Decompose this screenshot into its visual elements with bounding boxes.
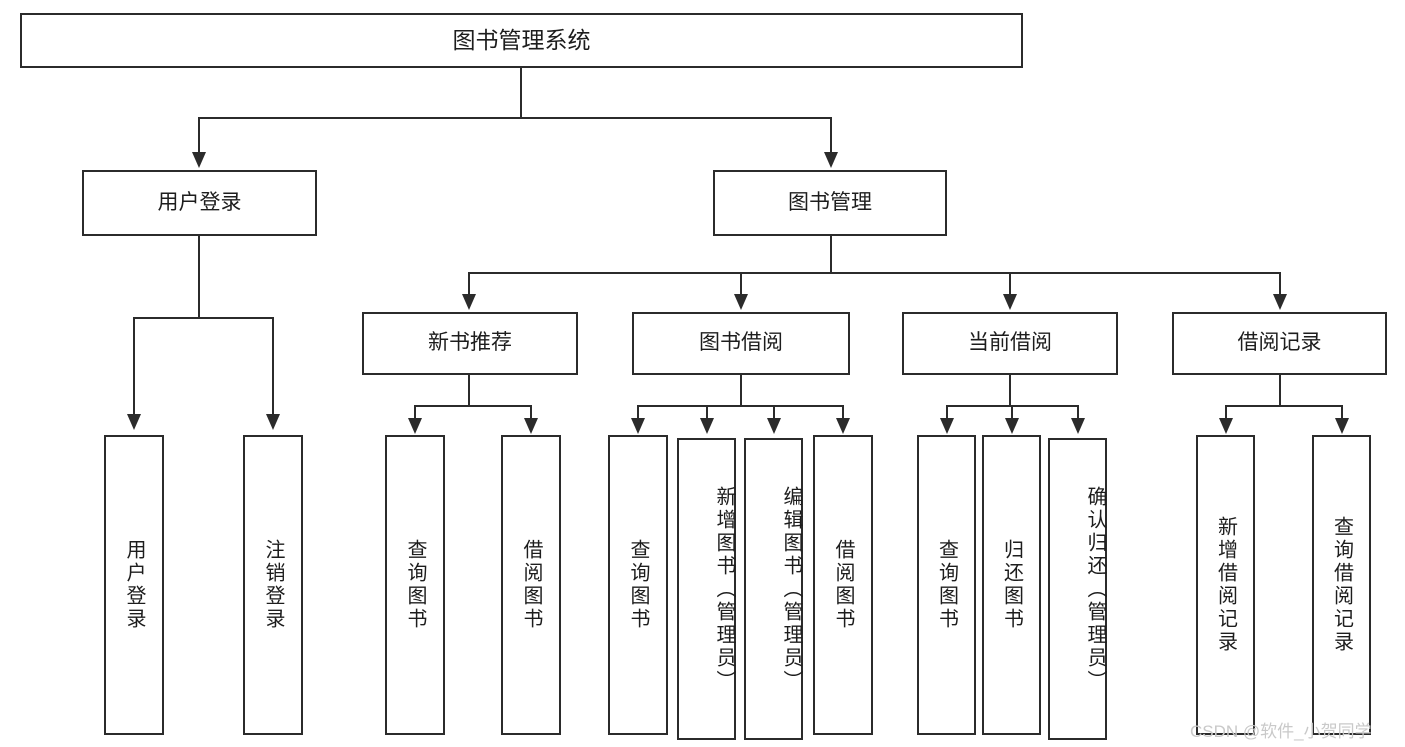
node-label: 新增借阅记录 [1214, 516, 1237, 654]
connector-root-stem [520, 68, 522, 118]
node-label: 确认归还（管理员） [1084, 485, 1106, 693]
node-label: 当前借阅 [968, 331, 1052, 355]
node-label: 查询图书 [627, 539, 649, 631]
connector-book-borrow-stem [740, 375, 742, 406]
leaf-borrow-record-0[interactable]: 新增借阅记录 [1196, 435, 1255, 735]
node-label: 图书管理 [788, 190, 872, 214]
node-book-borrow[interactable]: 图书借阅 [632, 312, 850, 375]
leaf-book-borrow-3[interactable]: 借阅图书 [813, 435, 873, 735]
leaf-current-borrow-2[interactable]: 确认归还（管理员） [1048, 438, 1107, 740]
leaf-book-borrow-2[interactable]: 编辑图书（管理员） [744, 438, 803, 740]
connector-new-book-bar [414, 405, 532, 407]
connector-user-login-to-leaf-1 [272, 317, 274, 415]
arrowhead-new-book-recommend [462, 294, 476, 310]
node-label: 借阅图书 [832, 539, 854, 631]
arrowhead-book-borrow-leaf-1 [700, 418, 714, 434]
connector-borrow-record-stem [1279, 375, 1281, 406]
arrowhead-borrow-record-leaf-0 [1219, 418, 1233, 434]
leaf-user-login-1[interactable]: 注销登录 [243, 435, 303, 735]
arrowhead-user-login-leaf-0 [127, 414, 141, 430]
leaf-book-borrow-0[interactable]: 查询图书 [608, 435, 668, 735]
leaf-new-book-recommend-1[interactable]: 借阅图书 [501, 435, 561, 735]
connector-user-login-bar [133, 317, 274, 319]
connector-borrow-record-bar [1225, 405, 1342, 407]
node-root-book-management-system[interactable]: 图书管理系统 [20, 13, 1023, 68]
leaf-current-borrow-0[interactable]: 查询图书 [917, 435, 976, 735]
node-label: 借阅记录 [1237, 331, 1322, 355]
connector-bm-to-current-borrow [1009, 272, 1011, 297]
arrowhead-current-borrow-leaf-1 [1005, 418, 1019, 434]
node-label: 图书借阅 [699, 331, 783, 355]
arrowhead-user-login-leaf-1 [266, 414, 280, 430]
node-label: 注销登录 [262, 539, 284, 631]
node-label: 查询图书 [404, 539, 426, 631]
connector-user-login-stem [198, 236, 200, 318]
arrowhead-book-borrow-leaf-3 [836, 418, 850, 434]
connector-new-book-stem [468, 375, 470, 406]
connector-book-borrow-to-leaf-1 [706, 405, 708, 421]
connector-current-borrow-to-leaf-1 [1011, 405, 1013, 421]
connector-root-to-user-login [198, 117, 200, 153]
node-label: 新增图书（管理员） [713, 485, 735, 693]
arrowhead-borrow-record-leaf-1 [1335, 418, 1349, 434]
connector-root-bar [198, 117, 832, 119]
connector-book-borrow-to-leaf-2 [773, 405, 775, 421]
node-label: 归还图书 [1000, 539, 1023, 631]
connector-new-book-to-leaf-0 [414, 405, 416, 421]
connector-bm-to-book-borrow [740, 272, 742, 297]
arrowhead-book-borrow [734, 294, 748, 310]
node-label: 查询图书 [935, 539, 958, 631]
node-label: 用户登录 [157, 190, 242, 214]
connector-book-management-bar [468, 272, 1280, 274]
arrowhead-book-borrow-leaf-0 [631, 418, 645, 434]
leaf-borrow-record-1[interactable]: 查询借阅记录 [1312, 435, 1371, 735]
connector-user-login-to-leaf-0 [133, 317, 135, 415]
leaf-current-borrow-1[interactable]: 归还图书 [982, 435, 1041, 735]
connector-current-borrow-stem [1009, 375, 1011, 406]
connector-current-borrow-to-leaf-0 [946, 405, 948, 421]
arrowhead-new-book-leaf-1 [524, 418, 538, 434]
connector-new-book-to-leaf-1 [530, 405, 532, 421]
connector-borrow-record-to-leaf-1 [1341, 405, 1343, 421]
leaf-new-book-recommend-0[interactable]: 查询图书 [385, 435, 445, 735]
node-label: 查询借阅记录 [1330, 516, 1353, 654]
arrowhead-book-borrow-leaf-2 [767, 418, 781, 434]
node-current-borrow[interactable]: 当前借阅 [902, 312, 1118, 375]
arrowhead-to-user-login [192, 152, 206, 168]
node-new-book-recommend[interactable]: 新书推荐 [362, 312, 578, 375]
connector-book-borrow-to-leaf-3 [842, 405, 844, 421]
node-book-management[interactable]: 图书管理 [713, 170, 947, 236]
connector-book-borrow-bar [637, 405, 843, 407]
arrowhead-current-borrow [1003, 294, 1017, 310]
arrowhead-current-borrow-leaf-0 [940, 418, 954, 434]
node-label: 新书推荐 [428, 331, 512, 355]
arrowhead-current-borrow-leaf-2 [1071, 418, 1085, 434]
node-borrow-record[interactable]: 借阅记录 [1172, 312, 1387, 375]
connector-borrow-record-to-leaf-0 [1225, 405, 1227, 421]
leaf-book-borrow-1[interactable]: 新增图书（管理员） [677, 438, 736, 740]
connector-book-management-stem [830, 236, 832, 273]
leaf-user-login-0[interactable]: 用户登录 [104, 435, 164, 735]
connector-bm-to-new-book [468, 272, 470, 297]
node-label: 编辑图书（管理员） [780, 485, 802, 693]
node-label: 借阅图书 [520, 539, 542, 631]
connector-bm-to-borrow-record [1279, 272, 1281, 297]
node-label: 图书管理系统 [452, 26, 591, 53]
node-user-login[interactable]: 用户登录 [82, 170, 317, 236]
connector-root-to-book-management [830, 117, 832, 153]
node-label: 用户登录 [123, 539, 145, 631]
arrowhead-borrow-record [1273, 294, 1287, 310]
arrowhead-new-book-leaf-0 [408, 418, 422, 434]
arrowhead-to-book-management [824, 152, 838, 168]
connector-current-borrow-to-leaf-2 [1077, 405, 1079, 421]
connector-book-borrow-to-leaf-0 [637, 405, 639, 421]
